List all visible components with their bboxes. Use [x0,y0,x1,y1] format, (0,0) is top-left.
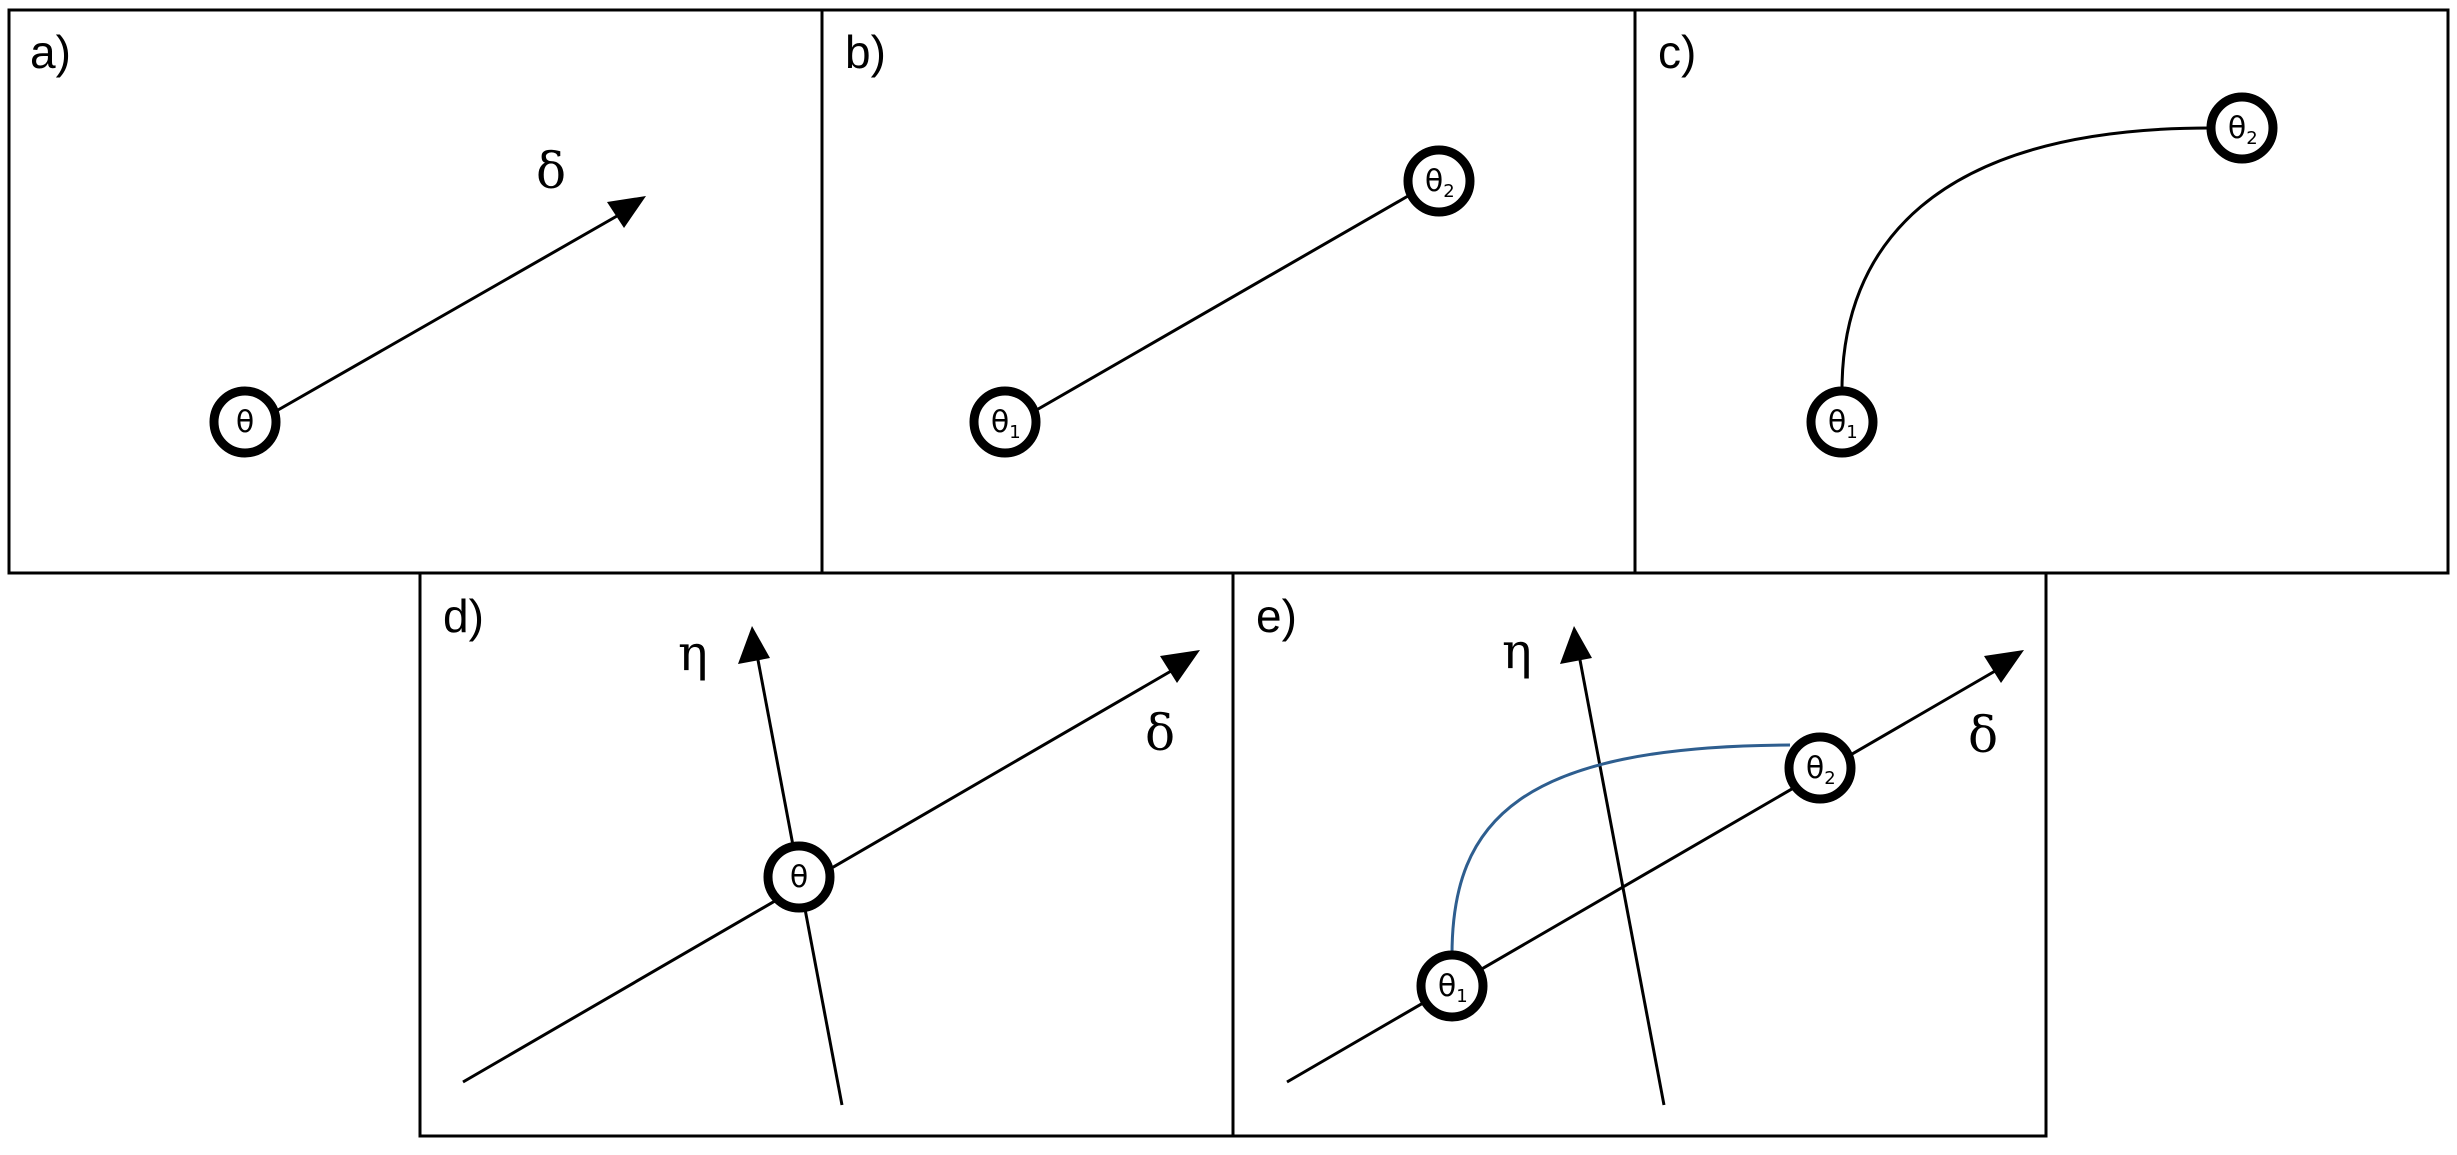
panel-c-theta1-ring [1806,386,1878,458]
panel-d-theta-ring [763,841,835,913]
panel-a: a) δ θ [7,8,824,575]
panel-e-theta1-ring [1416,950,1488,1022]
panel-a-theta-node: θ [209,386,281,458]
panel-a-label: a) [30,26,71,78]
panel-b-theta1-subscript: 1 [1009,422,1020,443]
panel-c-theta1-node: θ 1 [1806,386,1878,458]
panel-e-eta-label: η [1502,622,1532,680]
panel-c-theta2-subscript: 2 [2246,128,2257,149]
panel-a-delta-line [277,210,625,412]
panel-e-theta2-subscript: 2 [1824,768,1835,789]
panel-e-theta1-node: θ 1 [1416,950,1488,1022]
panel-e-delta-arrowhead [1984,650,2024,683]
panel-e-delta-axis [1286,665,2003,1084]
panel-e-label: e) [1256,590,1297,642]
panel-e-curved-path [1450,743,1791,956]
panel-b-theta2-subscript: 2 [1443,181,1454,202]
panel-c-theta2-symbol: θ [2228,111,2246,146]
panel-e-theta2-node: θ 2 [1784,732,1856,804]
panel-c-theta2-node: θ 2 [2206,92,2278,164]
panel-e-frame [1231,571,2048,1138]
panel-b-theta2-symbol: θ [1425,164,1443,199]
panel-b: b) θ 1 θ 2 [820,8,1637,575]
panel-d-delta-label: δ [1145,704,1175,762]
panel-e-delta-label: δ [1968,706,1998,764]
panel-b-label: b) [845,26,886,78]
panel-d-eta-label: η [678,624,708,682]
panel-c-frame [1633,8,2450,575]
panel-a-theta-symbol: θ [236,405,254,440]
panel-e-theta1-symbol: θ [1438,969,1456,1004]
panel-e-theta2-symbol: θ [1806,751,1824,786]
panel-a-delta-arrowhead [607,196,646,228]
panel-b-theta2-node: θ 2 [1403,145,1475,217]
panel-c-theta1-subscript: 1 [1846,422,1857,443]
panel-c-label: c) [1658,26,1696,78]
panel-c-curved-path [1840,126,2211,391]
panel-b-theta1-ring [969,386,1041,458]
panel-d-delta-arrowhead [1160,650,1200,683]
panel-d-frame [418,571,1235,1138]
panel-e-eta-axis [1578,659,1666,1106]
panel-e-eta-arrowhead [1560,626,1592,664]
panel-a-delta-label: δ [536,142,566,200]
panel-c: c) θ 1 θ 2 [1633,8,2450,575]
panel-e-theta1-subscript: 1 [1456,986,1467,1007]
panel-d-eta-arrowhead [738,626,770,664]
panel-c-theta1-symbol: θ [1828,405,1846,440]
panel-b-theta2-ring [1403,145,1475,217]
panel-e: e) δ η θ 1 θ 2 [1231,571,2048,1138]
panel-d-theta-symbol: θ [790,860,808,895]
panel-d-label: d) [443,590,484,642]
panel-a-theta-ring [209,386,281,458]
panel-b-theta1-node: θ 1 [969,386,1041,458]
panel-c-theta2-ring [2206,92,2278,164]
panel-d: d) δ η θ [418,571,1235,1138]
panel-e-theta2-ring [1784,732,1856,804]
panel-d-theta-node: θ [763,841,835,913]
panel-b-frame [820,8,1637,575]
panel-a-frame [7,8,824,575]
panel-b-theta1-symbol: θ [991,405,1009,440]
panel-b-connector-line [1032,194,1409,414]
